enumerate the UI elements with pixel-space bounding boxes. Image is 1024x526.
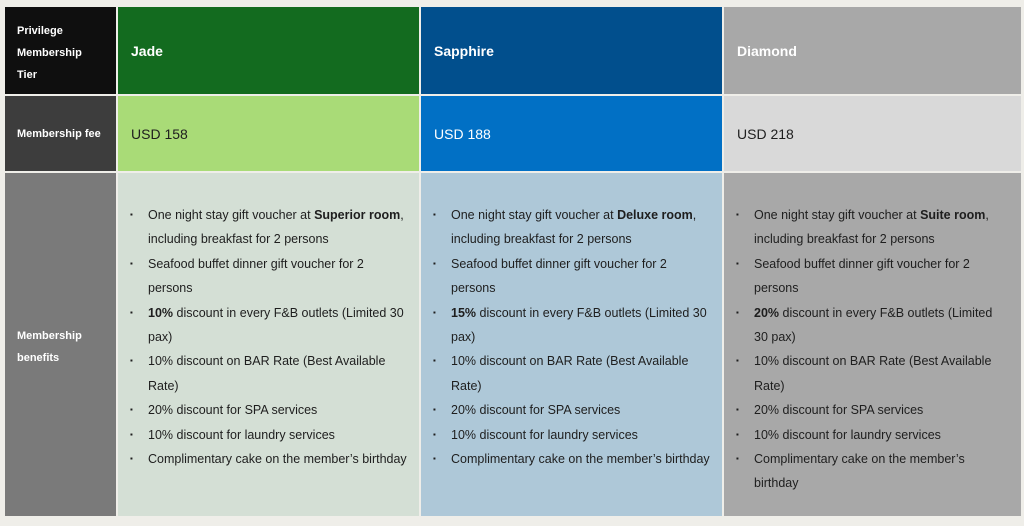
benefit-text-pre: 10% discount for laundry services [754,427,941,442]
membership-table: Privilege Membership Tier Jade Sapphire … [5,7,1021,516]
benefit-text-pre: 20% discount for SPA services [451,403,621,418]
tier-header-sapphire: Sapphire [421,7,722,94]
fee-value-diamond: USD 218 [737,125,794,142]
benefit-list-jade: ▪ One night stay gift voucher at Superior… [130,203,407,471]
fee-label: Membership fee [17,127,101,140]
benefit-text-pre: Seafood buffet dinner gift voucher for 2… [754,256,970,296]
fee-label-cell: Membership fee [5,96,116,171]
benefit-text-bold: Superior room [314,208,401,222]
bullet-icon: ▪ [130,405,133,415]
bullet-icon: ▪ [433,429,436,439]
benefit-text-pre: One night stay gift voucher at [451,208,618,222]
fee-diamond: USD 218 [724,96,1021,171]
benefit-text-pre: Complimentary cake on the member’s birth… [451,452,710,467]
bullet-icon: ▪ [433,454,436,464]
benefits-label-cell: Membership benefits [5,173,116,516]
benefit-text-pre: 10% discount on BAR Rate (Best Available… [754,354,992,393]
benefit-text-post: discount in every F&B outlets (Limited 3… [148,305,404,345]
benefit-item: ▪ One night stay gift voucher at Suite ro… [736,203,1009,252]
bullet-icon: ▪ [130,454,133,464]
benefit-item: ▪ 10% discount on BAR Rate (Best Availabl… [433,349,710,398]
benefit-text-bold: 10% [148,305,174,320]
benefit-item: ▪ 20% discount for SPA services [736,398,1009,422]
benefit-text-pre: 20% discount for SPA services [148,403,318,418]
bullet-icon: ▪ [736,454,739,464]
benefit-text-pre: 10% discount for laundry services [148,427,335,442]
bullet-icon: ▪ [130,356,133,366]
fee-value-jade: USD 158 [131,125,188,142]
bullet-icon: ▪ [736,405,739,415]
benefit-item: ▪ 20% discount in every F&B outlets (Limi… [736,301,1009,350]
benefits-jade: ▪ One night stay gift voucher at Superior… [118,173,419,516]
benefit-item: ▪ Seafood buffet dinner gift voucher for … [433,252,710,301]
fee-value-sapphire: USD 188 [434,125,491,142]
tier-label: Privilege Membership Tier [17,25,82,81]
bullet-icon: ▪ [433,210,436,219]
benefit-text-pre: 20% discount for SPA services [754,403,924,418]
benefit-text-pre: Seafood buffet dinner gift voucher for 2… [148,256,364,296]
benefit-text-bold: Deluxe room [617,208,693,222]
benefit-text-pre: 10% discount on BAR Rate (Best Available… [451,354,689,393]
benefit-item: ▪ Complimentary cake on the member’s birt… [433,447,710,471]
benefit-text-post: , including breakfast for 2 persons [754,208,989,247]
benefit-text-bold: Suite room [920,208,986,222]
bullet-icon: ▪ [433,356,436,366]
benefit-item: ▪ 10% discount for laundry services [736,423,1009,447]
benefit-text-bold: 20% [754,305,780,320]
benefit-item: ▪ 10% discount on BAR Rate (Best Availabl… [736,349,1009,398]
bullet-icon: ▪ [736,356,739,366]
bullet-icon: ▪ [433,405,436,415]
benefits-label: Membership benefits [17,329,82,364]
benefits-diamond: ▪ One night stay gift voucher at Suite ro… [724,173,1021,516]
tier-header-jade: Jade [118,7,419,94]
tier-name-jade: Jade [131,42,163,59]
benefit-list-diamond: ▪ One night stay gift voucher at Suite ro… [736,203,1009,496]
benefit-text-post: , including breakfast for 2 persons [451,208,697,247]
benefit-list-sapphire: ▪ One night stay gift voucher at Deluxe r… [433,203,710,471]
bullet-icon: ▪ [130,307,133,317]
benefit-item: ▪ 10% discount for laundry services [433,423,710,447]
bullet-icon: ▪ [736,429,739,439]
bullet-icon: ▪ [130,210,133,219]
tier-name-diamond: Diamond [737,42,797,59]
benefit-text-pre: 10% discount for laundry services [451,427,638,442]
tier-label-cell: Privilege Membership Tier [5,7,116,94]
bullet-icon: ▪ [433,307,436,317]
fee-jade: USD 158 [118,96,419,171]
bullet-icon: ▪ [130,258,133,268]
benefit-text-post: discount in every F&B outlets (Limited 3… [451,305,707,345]
benefit-item: ▪ 10% discount on BAR Rate (Best Availabl… [130,349,407,398]
benefit-item: ▪ Complimentary cake on the member’s birt… [736,447,1009,496]
benefit-item: ▪ 20% discount for SPA services [433,398,710,422]
benefit-item: ▪ Complimentary cake on the member’s birt… [130,447,407,471]
bullet-icon: ▪ [736,258,739,268]
fee-sapphire: USD 188 [421,96,722,171]
benefit-text-pre: One night stay gift voucher at [754,208,921,222]
tier-name-sapphire: Sapphire [434,42,494,59]
benefit-text-pre: One night stay gift voucher at [148,208,315,222]
benefit-text-post: discount in every F&B outlets (Limited 3… [754,305,993,345]
benefit-text-post: , including breakfast for 2 persons [148,208,404,247]
bullet-icon: ▪ [736,210,739,219]
benefit-item: ▪ 10% discount for laundry services [130,423,407,447]
benefit-text-pre: Complimentary cake on the member’s birth… [754,452,965,491]
benefit-text-pre: Complimentary cake on the member’s birth… [148,452,407,467]
benefit-item: ▪ Seafood buffet dinner gift voucher for … [130,252,407,301]
benefit-item: ▪ One night stay gift voucher at Superior… [130,203,407,252]
bullet-icon: ▪ [130,429,133,439]
benefit-item: ▪ Seafood buffet dinner gift voucher for … [736,252,1009,301]
benefit-text-bold: 15% [451,305,477,320]
benefit-item: ▪ 10% discount in every F&B outlets (Limi… [130,301,407,350]
benefits-sapphire: ▪ One night stay gift voucher at Deluxe r… [421,173,722,516]
bullet-icon: ▪ [736,307,739,317]
benefit-item: ▪ 20% discount for SPA services [130,398,407,422]
benefit-text-pre: Seafood buffet dinner gift voucher for 2… [451,256,667,296]
bullet-icon: ▪ [433,258,436,268]
benefit-item: ▪ 15% discount in every F&B outlets (Limi… [433,301,710,350]
benefit-item: ▪ One night stay gift voucher at Deluxe r… [433,203,710,252]
benefit-text-pre: 10% discount on BAR Rate (Best Available… [148,354,386,393]
tier-header-diamond: Diamond [724,7,1021,94]
